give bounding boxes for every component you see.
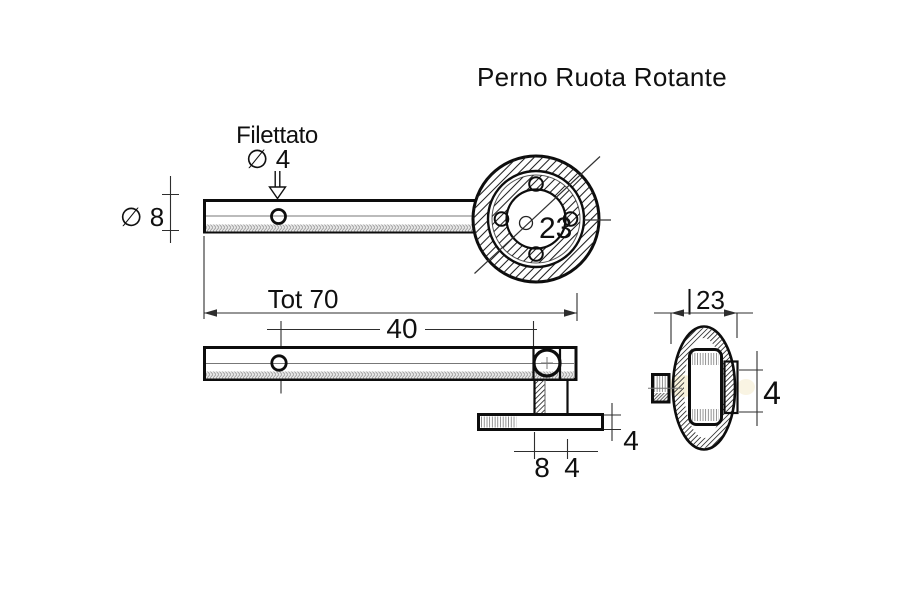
shaft-end-thread-lines: [654, 376, 668, 392]
shaft-diameter-label: ∅ 8: [120, 202, 164, 232]
hub-bottom-shading: [692, 409, 719, 421]
dim-hole-distance: 40: [267, 313, 537, 394]
stem-hatch: [534, 380, 545, 415]
dim-hub-dims: 8 4: [514, 432, 598, 483]
thread-arrow: [268, 171, 287, 200]
hub-pin-section: [723, 360, 739, 415]
bearing-ball: [493, 211, 510, 227]
bearing-ball: [528, 176, 544, 192]
dim-total-length: Tot 70: [203, 236, 578, 321]
front-view: 23 Filettato ∅ 4 ∅ 8: [120, 122, 611, 284]
total-length-value: Tot 70: [268, 284, 339, 314]
wheel-ring-circle: [486, 169, 586, 269]
bearing-ball-section: [532, 348, 562, 378]
hole-distance-value: 40: [386, 313, 417, 344]
wheel-diameter-value: 23: [539, 212, 572, 245]
dim-hub-depth: 4: [739, 351, 781, 426]
hub-side-value: 4: [564, 452, 580, 483]
dim-flange-thickness: 4: [604, 403, 639, 456]
dim-wheel-diameter-end: ∣23: [654, 285, 753, 344]
hub-outline: [688, 348, 723, 426]
thread-callout: Filettato ∅ 4: [236, 122, 318, 200]
end-view: ∣23 4: [648, 285, 781, 451]
hub-top-shading: [692, 353, 719, 365]
end-wheel-diameter-value: ∣23: [683, 285, 725, 315]
bearing-ball: [562, 211, 579, 227]
hub-depth-value: 4: [763, 375, 781, 411]
section-view: Tot 70 40: [203, 236, 639, 483]
dim-shaft-diameter: ∅ 8: [120, 176, 179, 243]
thread-texture: [206, 224, 476, 232]
bearing-ball: [528, 246, 544, 262]
cross-hole: [270, 208, 287, 225]
arrowhead: [724, 309, 737, 317]
thread-label: Filettato: [236, 122, 318, 149]
cross-hole: [270, 354, 288, 372]
flange-thickness-value: 4: [623, 425, 639, 456]
arrowhead: [564, 309, 577, 317]
wheel: 23: [471, 154, 611, 284]
thread-diameter-label: ∅ 4: [246, 144, 290, 174]
thread-texture: [206, 371, 574, 379]
drawing-title: Perno Ruota Rotante: [477, 62, 727, 92]
arrowhead: [204, 309, 217, 317]
shaft-end-hatch: [654, 393, 668, 401]
diameter-center-mark: [518, 215, 534, 231]
arrowhead: [671, 309, 684, 317]
wheel-diagonal-centerline: [474, 156, 601, 274]
hub-stem: [533, 379, 569, 415]
hub-width-value: 8: [534, 452, 550, 483]
bearing-hatch: [492, 175, 581, 263]
flange-shading: [480, 416, 517, 428]
wheel-bore-circle: [505, 188, 567, 250]
